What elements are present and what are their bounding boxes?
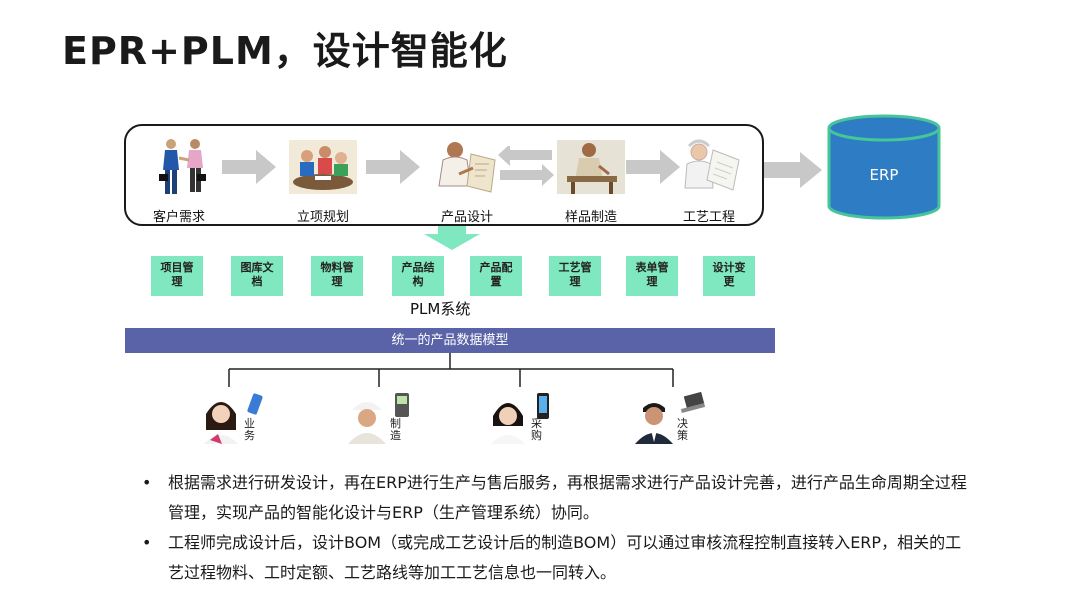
module-form-management: 表单管 理	[626, 256, 678, 296]
module-process-management: 工艺管 理	[549, 256, 601, 296]
slide-title: EPR+PLM，设计智能化	[62, 29, 508, 73]
stage-label: 工艺工程	[682, 210, 735, 225]
role-decision: 决 策	[633, 392, 713, 448]
mobile-icon	[537, 393, 549, 419]
role-char: 业	[244, 417, 255, 430]
role-label: 业 务	[244, 418, 256, 442]
role-char: 购	[531, 429, 542, 442]
role-char: 制	[390, 417, 401, 430]
unified-data-model-bar: 统一的产品数据模型	[125, 328, 775, 353]
engineer-icon	[684, 139, 740, 191]
stage-label: 立项规划	[296, 210, 349, 225]
bidirectional-arrow-icon	[498, 146, 554, 186]
module-project-management: 项目管 理	[151, 256, 203, 296]
role-business: 业 务	[200, 392, 280, 448]
meeting-icon	[289, 140, 357, 194]
module-text: 工艺管	[558, 261, 592, 274]
module-text: 理	[331, 275, 343, 288]
module-text: 更	[723, 275, 735, 288]
erp-label: ERP	[869, 166, 899, 184]
role-label: 采 购	[531, 418, 543, 442]
module-text: 理	[171, 275, 183, 288]
module-text: 项目管	[160, 261, 194, 274]
purchaser-avatar	[491, 403, 525, 444]
stage-sample-manufacturing: 样品制造	[546, 136, 636, 225]
flow-arrow-icon	[222, 150, 276, 184]
bullet-item: 根据需求进行研发设计，再在ERP进行生产与售后服务，再根据需求进行产品设计完善，…	[142, 468, 972, 528]
stage-product-design: 产品设计	[422, 136, 512, 225]
module-text: 理	[646, 275, 658, 288]
module-text: 物料管	[320, 261, 354, 274]
module-text: 理	[569, 275, 581, 288]
module-text: 产品结	[401, 261, 435, 274]
module-text: 设计变	[712, 261, 746, 274]
stage-project-planning: 立项规划	[278, 136, 368, 225]
module-product-structure: 产品结 构	[392, 256, 444, 296]
designer-icon	[438, 142, 496, 193]
role-char: 造	[390, 429, 401, 442]
worker-avatar	[348, 402, 386, 444]
module-material-management: 物料管 理	[311, 256, 363, 296]
role-procurement: 采 购	[487, 392, 567, 448]
role-label: 制 造	[390, 418, 402, 442]
role-char: 策	[677, 429, 688, 442]
role-char: 决	[677, 417, 688, 430]
role-char: 务	[244, 429, 255, 442]
stage-label: 产品设计	[440, 210, 493, 225]
phone-icon	[247, 393, 263, 415]
flow-arrow-to-erp-icon	[764, 152, 822, 188]
module-text: 图库文	[240, 261, 274, 274]
stage-process-engineering: 工艺工程	[664, 136, 754, 225]
bullet-item: 工程师完成设计后，设计BOM（或完成工艺设计后的制造BOM）可以通过审核流程控制…	[142, 528, 972, 588]
erp-database-icon	[827, 114, 941, 220]
laptop-icon	[680, 392, 706, 414]
stage-label: 样品制造	[564, 210, 617, 225]
module-text: 构	[412, 275, 424, 288]
role-label: 决 策	[677, 418, 689, 442]
flow-arrow-icon	[366, 150, 420, 184]
down-arrow-icon	[424, 226, 480, 250]
flow-arrow-icon	[626, 150, 680, 184]
module-drawing-docs: 图库文 档	[231, 256, 283, 296]
module-text: 档	[251, 275, 263, 288]
module-text: 表单管	[635, 261, 669, 274]
module-text: 置	[490, 275, 502, 288]
executive-avatar	[635, 403, 673, 444]
module-product-config: 产品配 置	[470, 256, 522, 296]
worker-icon	[557, 140, 625, 194]
plm-system-label: PLM系统	[410, 300, 471, 318]
bullet-list: 根据需求进行研发设计，再在ERP进行生产与售后服务，再根据需求进行产品设计完善，…	[142, 468, 972, 588]
businesswoman-avatar	[204, 402, 238, 444]
handshake-icon	[159, 139, 206, 194]
process-flow-box: 客户需求 立项规划 产品设计	[124, 124, 764, 226]
stage-label: 客户需求	[152, 210, 205, 225]
handheld-icon	[395, 393, 409, 417]
module-design-change: 设计变 更	[703, 256, 755, 296]
module-text: 产品配	[479, 261, 513, 274]
stage-customer-demand: 客户需求	[134, 136, 224, 225]
role-char: 采	[531, 417, 542, 430]
role-manufacturing: 制 造	[346, 392, 426, 448]
